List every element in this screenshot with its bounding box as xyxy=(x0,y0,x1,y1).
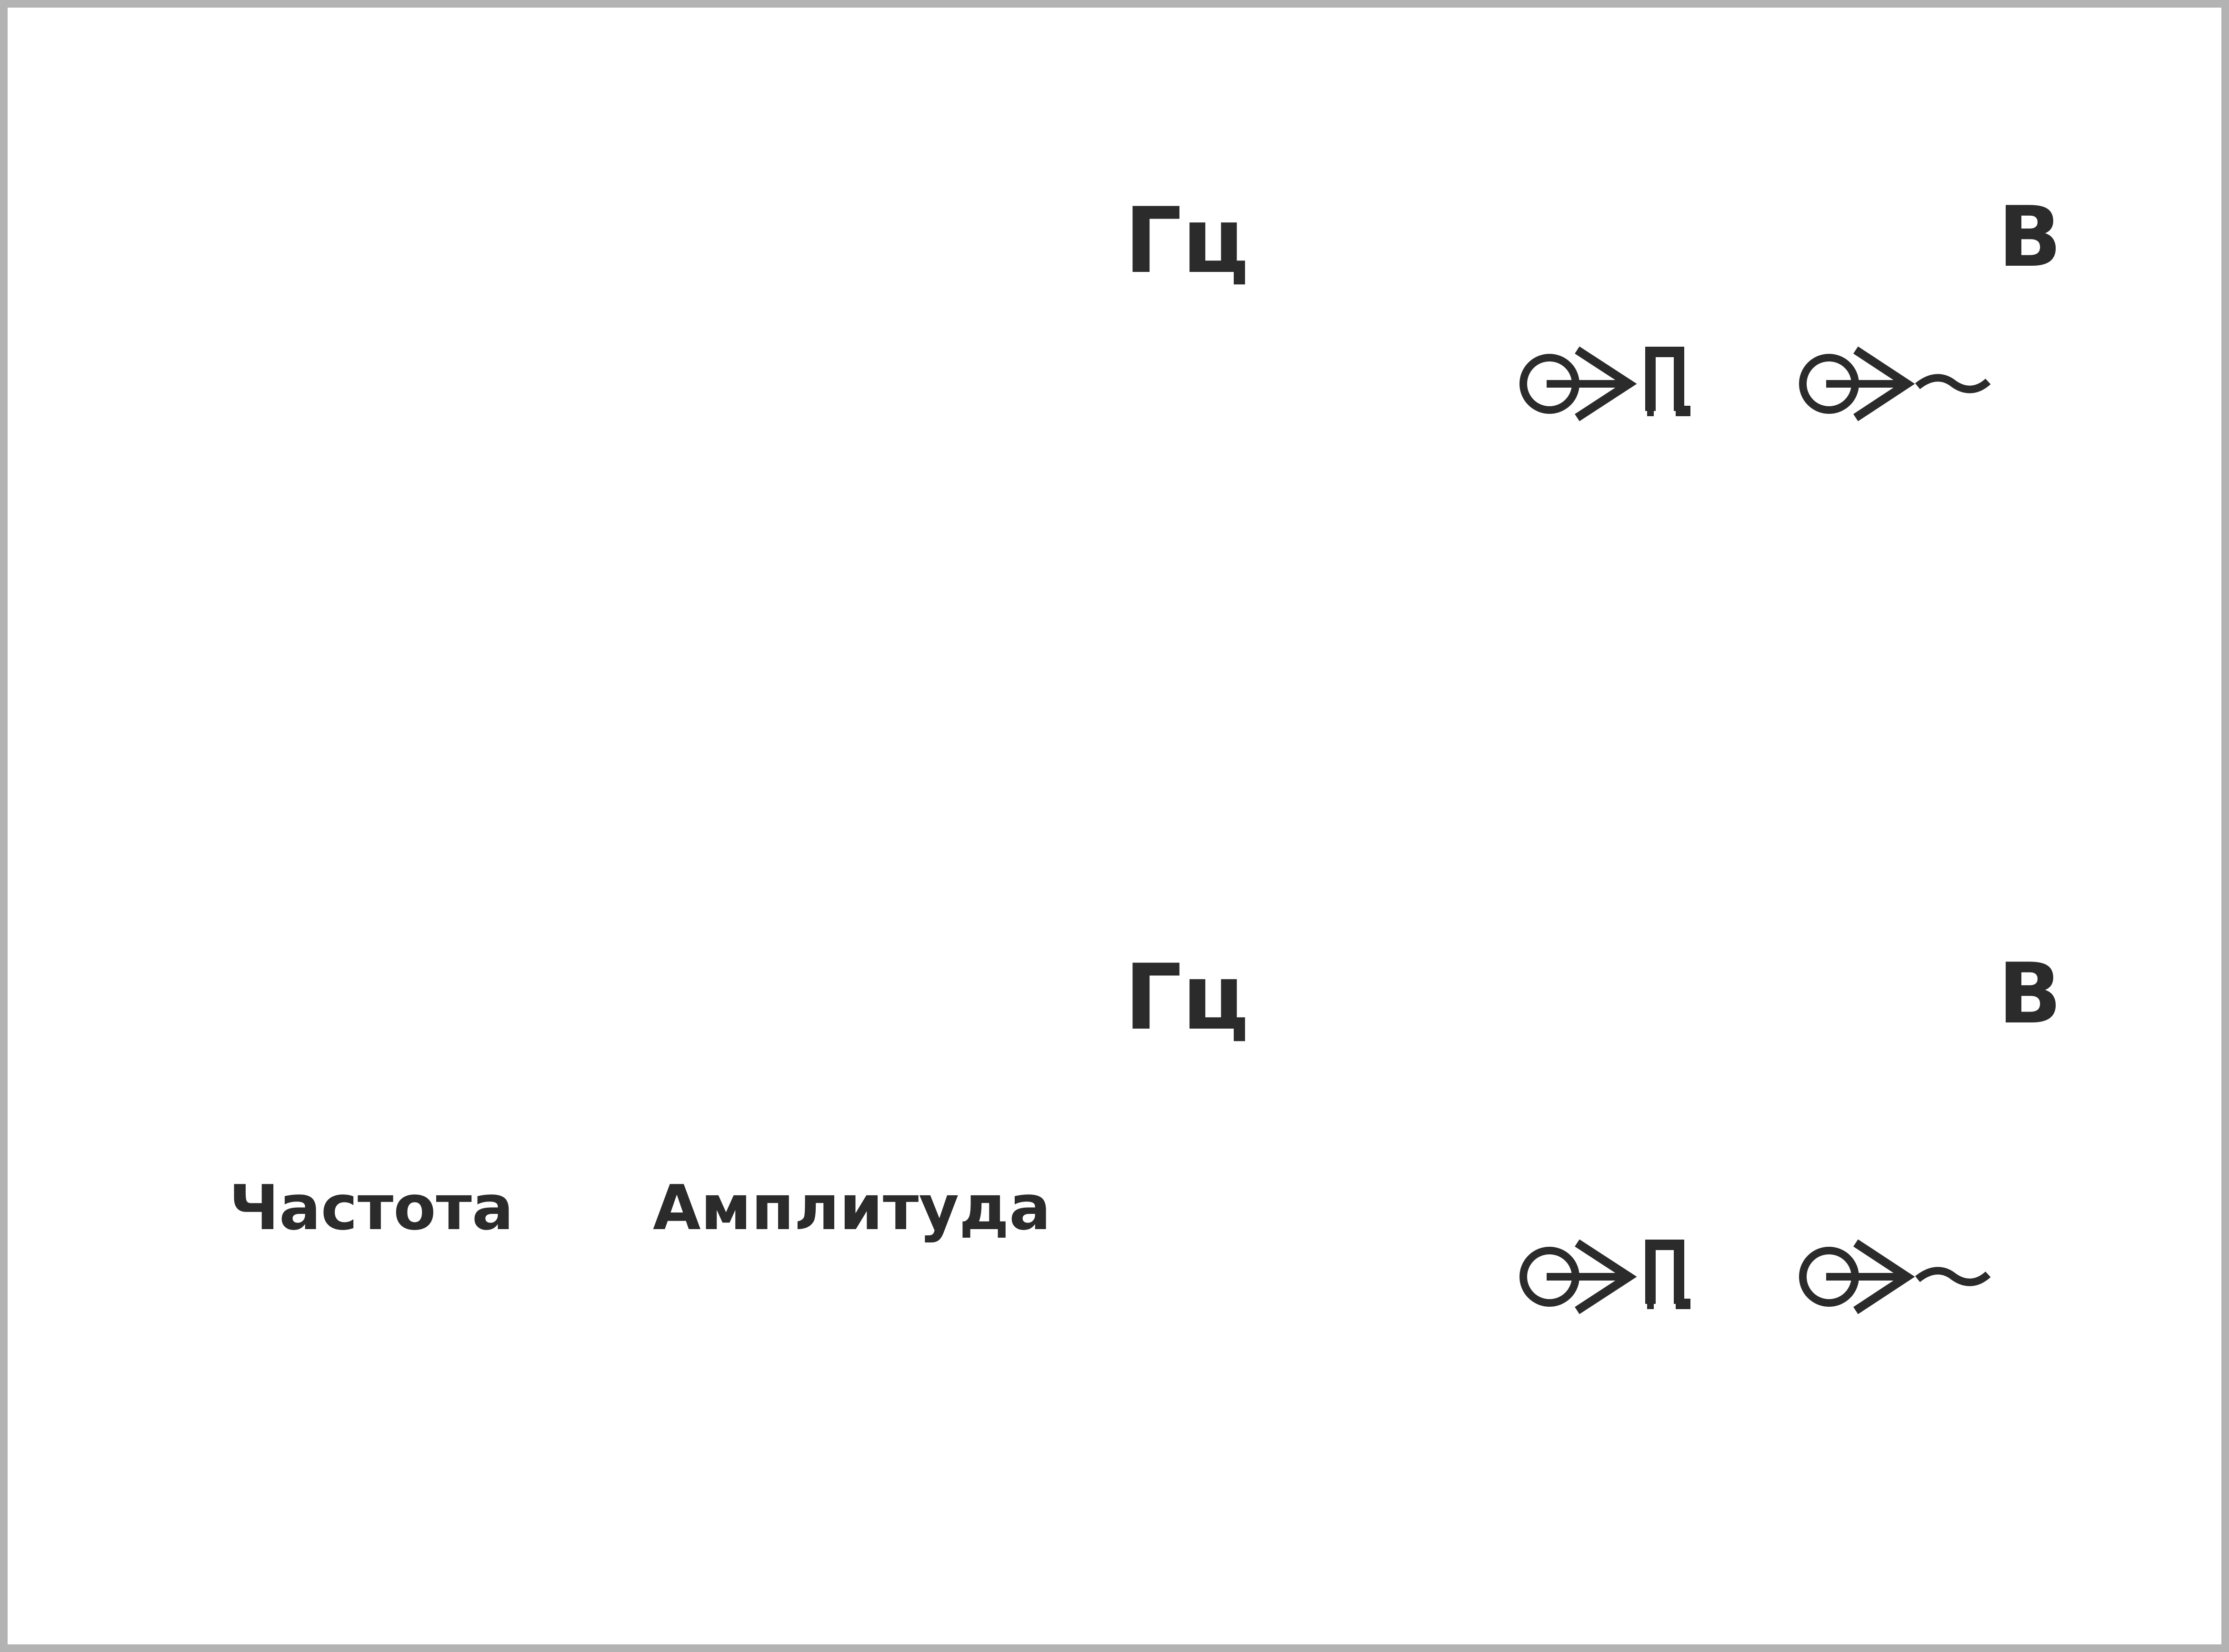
generator-pulse-icon xyxy=(1517,1239,1698,1314)
top-frequency-unit: Гц xyxy=(1124,188,1249,293)
amplitude-label: Амплитуда xyxy=(653,1171,1051,1244)
bottom-frequency-unit: Гц xyxy=(1124,945,1249,1050)
generator-sine-icon xyxy=(1799,346,1999,421)
generator-pulse-icon xyxy=(1517,346,1698,421)
frequency-label: Частота xyxy=(229,1171,514,1244)
generator-sine-icon xyxy=(1799,1239,1999,1314)
top-voltage-unit: В xyxy=(1998,189,2062,286)
bottom-voltage-unit: В xyxy=(1998,946,2062,1042)
